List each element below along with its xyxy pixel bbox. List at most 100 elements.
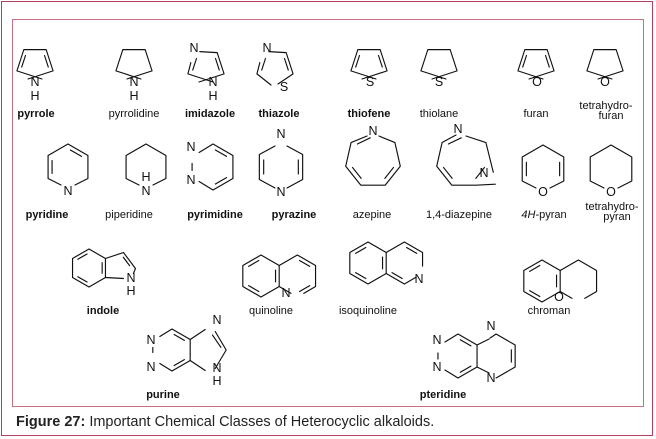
name-tetrahydrofuran-2: furan (598, 110, 623, 122)
name-tetrahydropyran-2: pyran (603, 211, 631, 223)
indole-pyrrole-b (104, 276, 125, 280)
purine-double-bond (211, 334, 222, 348)
quinoline-n: N (281, 286, 290, 300)
pyran-o: O (538, 185, 548, 199)
quinoline-double-bond (248, 285, 260, 293)
name-diazepine: 1,4-diazepine (426, 209, 492, 221)
pyrrole-double-bond (43, 54, 49, 68)
thiazole-n: N (262, 41, 271, 55)
indole-pyrrole (104, 251, 137, 275)
quinoline-right-0 (278, 254, 317, 294)
pyridine-n: N (63, 184, 72, 198)
diazepine-double-bond (475, 166, 486, 179)
indole-h: H (126, 284, 135, 298)
pteridine-left-ring (444, 333, 478, 379)
thiazole-double-bond (283, 57, 289, 71)
pyrazine-n4: N (276, 185, 285, 199)
chroman-double-bond (529, 290, 541, 298)
pyrrole-n: N (30, 75, 39, 89)
thiazole-ring (268, 51, 294, 85)
name-quinoline: quinoline (249, 305, 293, 317)
piperidine-n: N (141, 184, 150, 198)
pyrrolidine-ring (115, 49, 153, 80)
pteridine-n1: N (432, 333, 441, 347)
pyrrolidine-h: H (129, 89, 138, 103)
imidazole-double-bond (192, 57, 198, 71)
pyrazine-ring (286, 145, 304, 189)
purine-ring (159, 328, 191, 372)
isoquinoline-double-bond (355, 246, 367, 254)
pteridine-n8: N (486, 371, 495, 385)
thiazole-double-bond (261, 57, 267, 71)
name-pyridine: pyridine (26, 209, 69, 221)
pyrazine-n1: N (276, 127, 285, 141)
compound-names: pyrrole pyrrolidine imidazole thiazole t… (17, 100, 639, 401)
isoquinoline-double-bond (355, 272, 367, 280)
azepine-n: N (368, 124, 377, 138)
pyridine-ring (47, 143, 89, 186)
name-pyrazine: pyrazine (272, 209, 317, 221)
thiofene-double-bond (377, 54, 383, 68)
purine-imid-b (214, 330, 227, 370)
furan-double-bond (522, 54, 528, 68)
indole-benzene-ring (71, 248, 107, 288)
purine-double-bond (173, 333, 185, 341)
name-pyrimidine: pyrimidine (187, 209, 243, 221)
bond-structures (16, 49, 633, 379)
name-purine: purine (146, 389, 180, 401)
quinoline-double-bond (298, 285, 311, 293)
pyrimidine-double-bond (214, 177, 228, 185)
isoquinoline-double-bond (405, 246, 418, 254)
diazepine-n1: N (453, 122, 462, 136)
thiolane-s: S (435, 75, 443, 89)
name-tetrahydrofuran-1: tetrahydro- (579, 100, 633, 112)
name-thiolane: thiolane (420, 108, 459, 120)
isoquinoline-double-bond (391, 272, 403, 280)
imidazole-h: H (208, 89, 217, 103)
imidazole-ring-b (187, 62, 214, 83)
pyridine-double-bond (69, 149, 83, 157)
name-pyrrolidine: pyrrolidine (109, 108, 160, 120)
thf-o: O (600, 75, 610, 89)
quinoline-double-bond (248, 259, 260, 267)
pyrazine-ring-b (258, 145, 276, 189)
isoquinoline-left-ring (349, 241, 387, 285)
name-thiazole: thiazole (259, 108, 300, 120)
pteridine-right-b (476, 366, 490, 374)
caption-label: Figure 27: (16, 414, 86, 430)
name-azepine: azepine (353, 209, 392, 221)
caption-text: Important Chemical Classes of Heterocycl… (85, 414, 435, 430)
furan-ring (517, 49, 555, 80)
imidazole-double-bond (214, 57, 220, 71)
pyrimidine-n3: N (186, 173, 195, 187)
quinoline-double-bond (298, 259, 311, 267)
structures-diagram: N H N H N N H N S S S O O N N H N N N N (16, 41, 639, 401)
name-indole: indole (87, 305, 119, 317)
diazepine-ring (465, 135, 494, 173)
name-thiofene: thiofene (348, 108, 391, 120)
pyrrole-ring (16, 49, 54, 80)
thiofene-s: S (366, 75, 374, 89)
chroman-right-1 (559, 290, 573, 299)
furan-double-bond (544, 54, 550, 68)
imidazole-n1: N (189, 41, 198, 55)
pteridine-n3: N (432, 360, 441, 374)
diazepine-n4: N (479, 166, 488, 180)
pyrimidine-double-bond (214, 149, 228, 157)
indole-double-bond (77, 253, 88, 260)
pyrimidine-ring (198, 143, 234, 191)
pyrrolidine-n: N (129, 75, 138, 89)
diagram-panel: N H N H N N H N S S S O O N N H N N N N (12, 19, 644, 407)
figure-caption: Figure 27: Important Chemical Classes of… (16, 414, 434, 430)
imidazole-ring (198, 51, 225, 83)
4h-pyran-ring (521, 144, 565, 189)
name-pteridine: pteridine (420, 389, 466, 401)
name-piperidine: piperidine (105, 209, 153, 221)
pteridine-n5: N (486, 319, 495, 333)
purine-imid-a (189, 328, 206, 341)
indole-double-bond (122, 256, 131, 267)
pyrrole-h: H (30, 89, 39, 103)
pyrimidine-n1: N (186, 140, 195, 154)
azepine-double-bond (351, 166, 362, 179)
